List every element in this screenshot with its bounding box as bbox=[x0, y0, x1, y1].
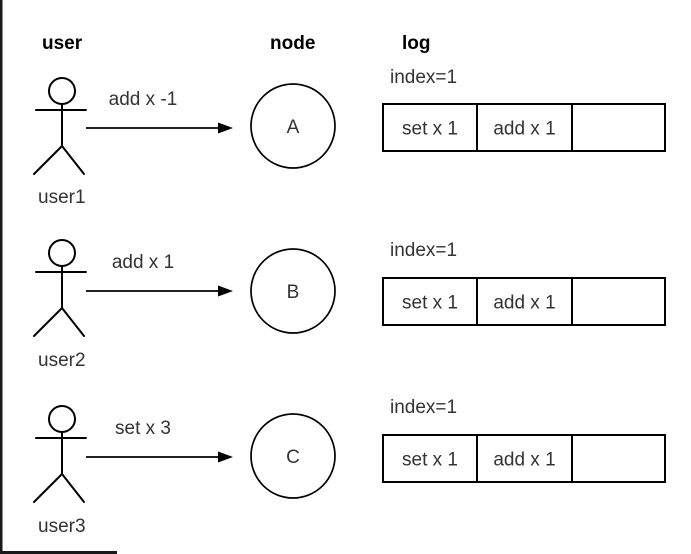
log-cell bbox=[571, 277, 666, 326]
figure-leg-right bbox=[61, 307, 85, 337]
log-cell-text: add x 1 bbox=[493, 450, 555, 471]
log-cell bbox=[476, 434, 573, 483]
message-arrow bbox=[86, 122, 233, 134]
log-cell-text: add x 1 bbox=[493, 293, 555, 314]
diagram-row: user2 add x 1 B index=1 set x 1 add x 1 bbox=[33, 239, 666, 371]
node-label: B bbox=[287, 282, 300, 303]
message-label: add x 1 bbox=[112, 252, 174, 273]
figure-leg-right bbox=[61, 145, 85, 175]
message-label: add x -1 bbox=[109, 89, 178, 110]
log-table: index=1 set x 1 add x 1 bbox=[382, 240, 666, 326]
column-header-user: user bbox=[42, 33, 83, 54]
log-table: index=1 set x 1 add x 1 bbox=[382, 67, 666, 152]
figure-head bbox=[48, 77, 76, 105]
user-figure bbox=[33, 405, 87, 503]
diagram-row: user3 set x 3 C index=1 set x 1 add x 1 bbox=[33, 397, 666, 537]
figure-head bbox=[48, 405, 76, 433]
figure-leg-left bbox=[33, 145, 63, 175]
node-circle bbox=[250, 248, 336, 334]
node-label: A bbox=[287, 117, 300, 138]
user-label: user1 bbox=[38, 187, 86, 208]
user-figure bbox=[33, 77, 87, 175]
log-cell bbox=[571, 434, 666, 483]
log-table: index=1 set x 1 add x 1 bbox=[382, 397, 666, 483]
canvas-border-left bbox=[0, 0, 3, 554]
diagram-row: user1 add x -1 A index=1 set x 1 add x 1 bbox=[33, 67, 666, 208]
log-cell-text: set x 1 bbox=[402, 293, 458, 314]
user-label: user3 bbox=[38, 516, 86, 537]
user-figure bbox=[33, 239, 87, 337]
log-index-label: index=1 bbox=[390, 397, 457, 418]
log-cell bbox=[476, 103, 573, 152]
arrow-head bbox=[218, 285, 233, 297]
log-index-label: index=1 bbox=[390, 67, 457, 88]
figure-leg-left bbox=[33, 307, 63, 337]
figure-leg-left bbox=[33, 473, 63, 503]
message-label: set x 3 bbox=[115, 418, 171, 439]
log-index-label: index=1 bbox=[390, 240, 457, 261]
node-circle bbox=[250, 413, 336, 499]
arrow-head bbox=[218, 122, 233, 134]
canvas-border-bottom bbox=[0, 551, 117, 554]
log-cell-text: set x 1 bbox=[402, 450, 458, 471]
log-cell-text: set x 1 bbox=[402, 119, 458, 140]
node-label: C bbox=[286, 447, 300, 468]
figure-head bbox=[48, 239, 76, 267]
log-cell bbox=[382, 434, 478, 483]
user-label: user2 bbox=[38, 350, 86, 371]
message-arrow bbox=[86, 451, 233, 463]
figure-leg-right bbox=[61, 473, 85, 503]
log-cell bbox=[571, 103, 666, 152]
column-header-log: log bbox=[402, 33, 431, 54]
column-header-node: node bbox=[270, 33, 315, 54]
log-cell-text: add x 1 bbox=[493, 119, 555, 140]
arrow-head bbox=[218, 451, 233, 463]
node-circle bbox=[250, 83, 336, 169]
message-arrow bbox=[86, 285, 233, 297]
